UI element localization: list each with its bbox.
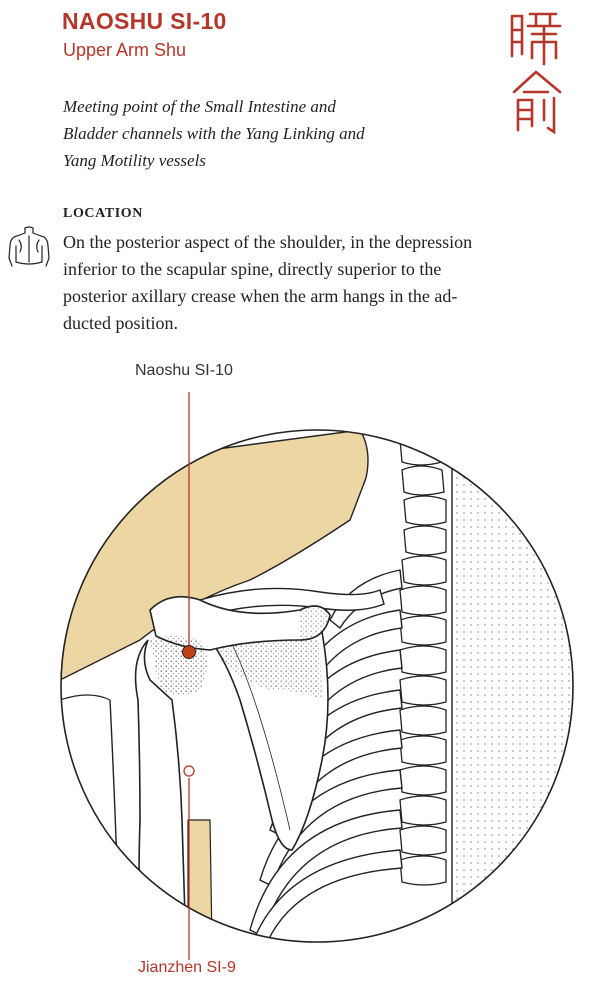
description-line: Bladder channels with the Yang Linking a… (63, 124, 365, 143)
location-line: ducted position. (63, 313, 178, 333)
torso-back-icon (8, 226, 50, 267)
naoshu-point (182, 645, 196, 659)
point-title: NAOSHU SI-10 (62, 8, 227, 34)
humerus (134, 639, 187, 942)
shoulder-illustration (60, 392, 574, 960)
jianzhen-label: Jianzhen SI-9 (138, 959, 236, 976)
location-line: inferior to the scapular spine, directly… (63, 259, 442, 279)
chinese-characters-icon (510, 12, 562, 135)
location-line: On the posterior aspect of the shoulder,… (63, 232, 473, 252)
naoshu-label: Naoshu SI-10 (135, 362, 233, 379)
point-description: Meeting point of the Small Intestine and… (63, 93, 433, 174)
description-line: Yang Motility vessels (63, 151, 206, 170)
point-subtitle: Upper Arm Shu (63, 40, 187, 60)
location-heading: LOCATION (63, 206, 143, 221)
location-text: On the posterior aspect of the shoulder,… (63, 229, 561, 337)
jianzhen-point (183, 765, 195, 777)
description-line: Meeting point of the Small Intestine and (63, 97, 336, 116)
clavicle (199, 587, 385, 617)
location-line: posterior axillary crease when the arm h… (63, 286, 458, 306)
